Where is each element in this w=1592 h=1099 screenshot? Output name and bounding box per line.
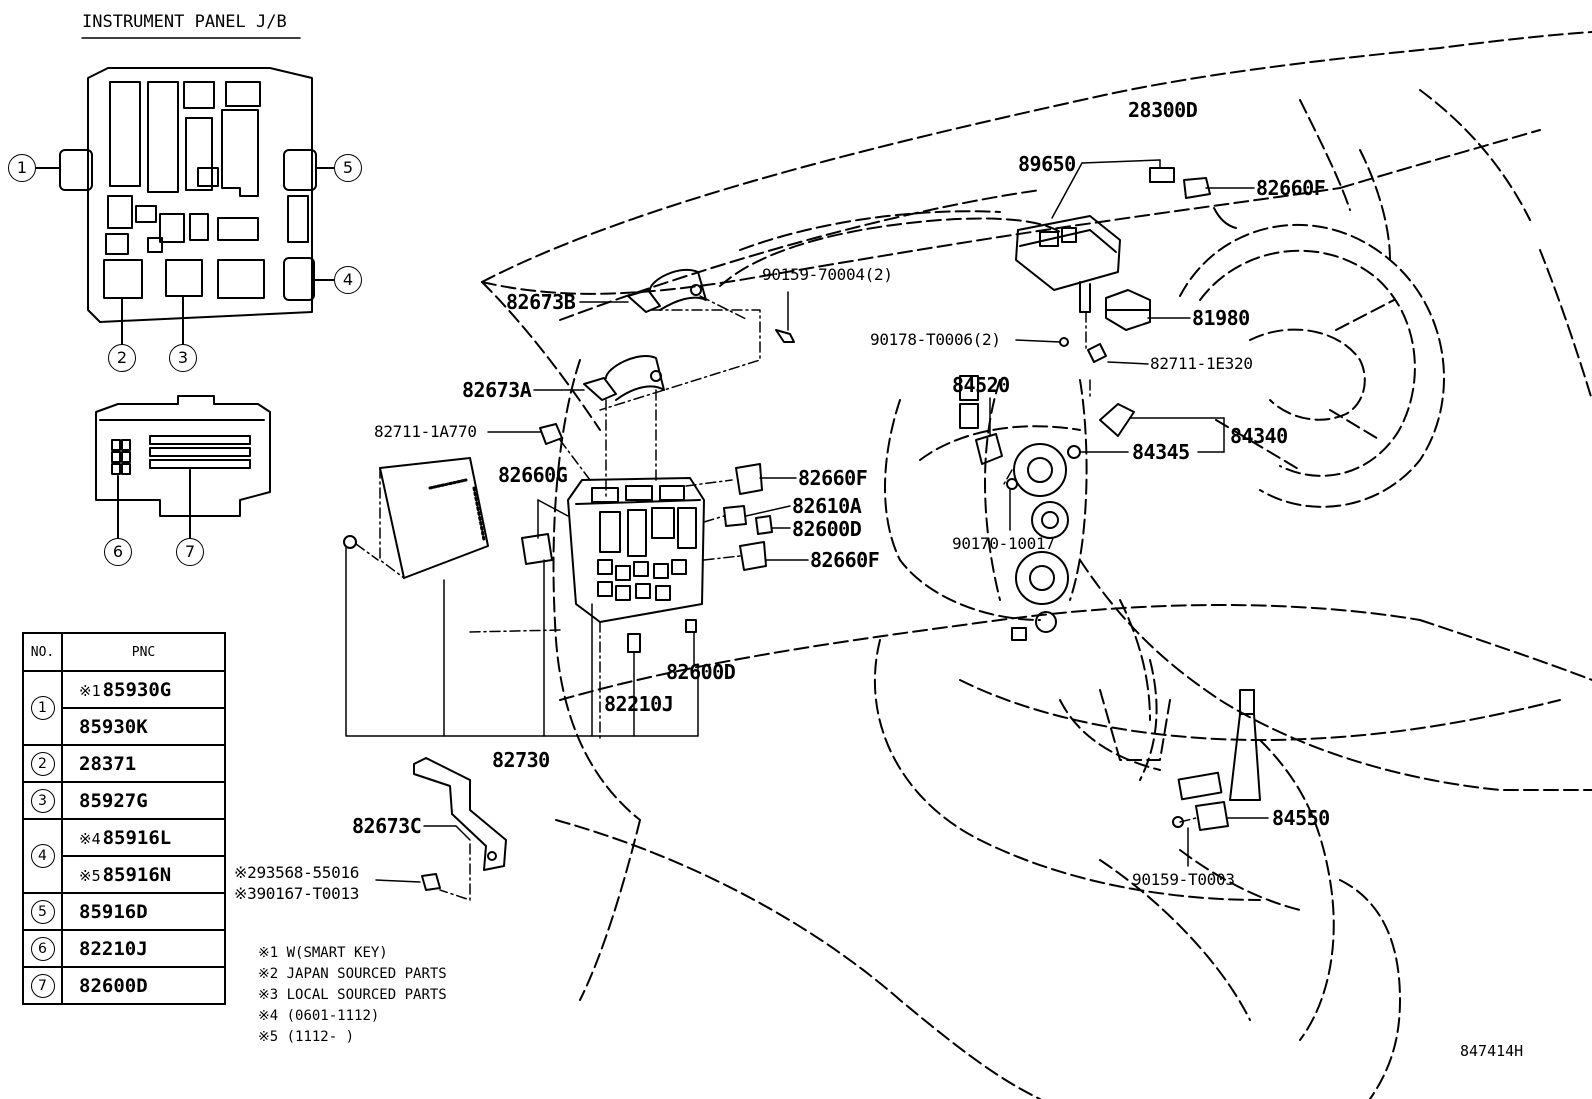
main-junction-block (567, 477, 705, 623)
part-label-90159-t0003[interactable]: 90159-T0003 (1132, 870, 1235, 889)
part-label-82660f-top[interactable]: 82660F (1256, 176, 1326, 200)
table-no-cell: 6 (22, 929, 63, 968)
callout-1: 1 (8, 154, 36, 182)
table-row: 7 82600D (22, 966, 226, 1005)
table-pnc-cell[interactable]: 85927G (61, 781, 226, 820)
table-row: 3 85927G (22, 781, 226, 820)
part-label-82600d-right[interactable]: 82600D (792, 517, 862, 541)
callout-7: 7 (176, 538, 204, 566)
table-pnc-cell[interactable]: 85930K (61, 707, 226, 746)
table-no-cell: 4 (22, 818, 63, 894)
callout-6: 6 (104, 538, 132, 566)
callout-3: 3 (169, 344, 197, 372)
table-no-cell: 5 (22, 892, 63, 931)
part-label-82600d-low[interactable]: 82600D (666, 660, 736, 684)
part-label-82660g[interactable]: 82660G (498, 463, 568, 487)
note-1: ※1 W(SMART KEY) (258, 945, 388, 961)
part-label-82673b[interactable]: 82673B (506, 290, 576, 314)
part-label-90159-70004[interactable]: 90159-70004(2) (762, 265, 893, 284)
part-label-82210j[interactable]: 82210J (604, 692, 674, 716)
part-label-84345[interactable]: 84345 (1132, 440, 1190, 464)
note-2: ※2 JAPAN SOURCED PARTS (258, 966, 447, 982)
note-4: ※4 (0601-1112) (258, 1008, 380, 1024)
pnc-table-header-no: NO. (22, 632, 63, 672)
table-row: 85930K (23, 707, 226, 746)
table-pnc-cell[interactable]: 82210J (61, 929, 226, 968)
callout-4: 4 (334, 266, 362, 294)
table-pnc-cell[interactable]: 85916D (61, 892, 226, 931)
table-row: 5 85916D (22, 892, 226, 931)
fuse-panel-board (343, 457, 489, 579)
table-pnc-cell[interactable]: 28371 (61, 744, 226, 783)
part-label-93568-55016[interactable]: ※293568-55016 (234, 863, 360, 882)
table-no-cell: 3 (22, 781, 63, 820)
diagram-title: INSTRUMENT PANEL J/B (82, 12, 287, 32)
part-label-84550[interactable]: 84550 (1272, 806, 1330, 830)
pnc-table-header-pnc: PNC (61, 632, 226, 672)
table-no-cell: 7 (22, 966, 63, 1005)
part-label-90170-10017[interactable]: 90170-10017 (952, 534, 1055, 553)
callout-2: 2 (108, 344, 136, 372)
leader-lines-dashed (355, 295, 1197, 901)
junction-block-side-view (95, 395, 271, 541)
table-row: 2 28371 (22, 744, 226, 783)
part-82673a-bracket (583, 355, 665, 401)
table-no-cell: 1 (22, 670, 63, 746)
figure-id: 847414H (1460, 1042, 1524, 1060)
table-row: 6 82210J (22, 929, 226, 968)
part-label-82660f-low[interactable]: 82660F (810, 548, 880, 572)
part-82673c-bracket (413, 757, 507, 871)
part-label-28300d[interactable]: 28300D (1128, 98, 1198, 122)
part-label-82660f-mid[interactable]: 82660F (798, 466, 868, 490)
steering-wheel (1179, 223, 1445, 508)
part-82673b-bracket (627, 269, 707, 313)
part-label-82711-1a770[interactable]: 82711-1A770 (374, 422, 477, 441)
part-label-82610a[interactable]: 82610A (792, 494, 862, 518)
part-label-81980[interactable]: 81980 (1192, 306, 1250, 330)
part-label-90167-t0013[interactable]: ※390167-T0013 (234, 884, 360, 903)
note-5: ※5 (1112- ) (258, 1029, 355, 1045)
part-label-82673a[interactable]: 82673A (462, 378, 532, 402)
part-label-90178-t0006[interactable]: 90178-T0006(2) (870, 330, 1001, 349)
part-28300d-shape (1149, 167, 1175, 183)
table-no-cell: 2 (22, 744, 63, 783)
part-89650-ecu (1015, 215, 1121, 313)
instrument-panel-outline (481, 31, 1592, 1099)
note-3: ※3 LOCAL SOURCED PARTS (258, 987, 447, 1003)
part-label-82730[interactable]: 82730 (492, 748, 550, 772)
junction-block-top-view (35, 67, 337, 345)
table-pnc-cell[interactable]: 82600D (61, 966, 226, 1005)
part-label-89650[interactable]: 89650 (1018, 152, 1076, 176)
part-81980-shape (1105, 289, 1151, 331)
leader-lines-solid (345, 159, 1269, 883)
callout-5: 5 (334, 154, 362, 182)
center-console (959, 375, 1261, 801)
part-label-82711-1e320[interactable]: 82711-1E320 (1150, 354, 1253, 373)
part-label-82673c[interactable]: 82673C (352, 814, 422, 838)
part-label-84340[interactable]: 84340 (1230, 424, 1288, 448)
part-label-84520[interactable]: 84520 (952, 373, 1010, 397)
